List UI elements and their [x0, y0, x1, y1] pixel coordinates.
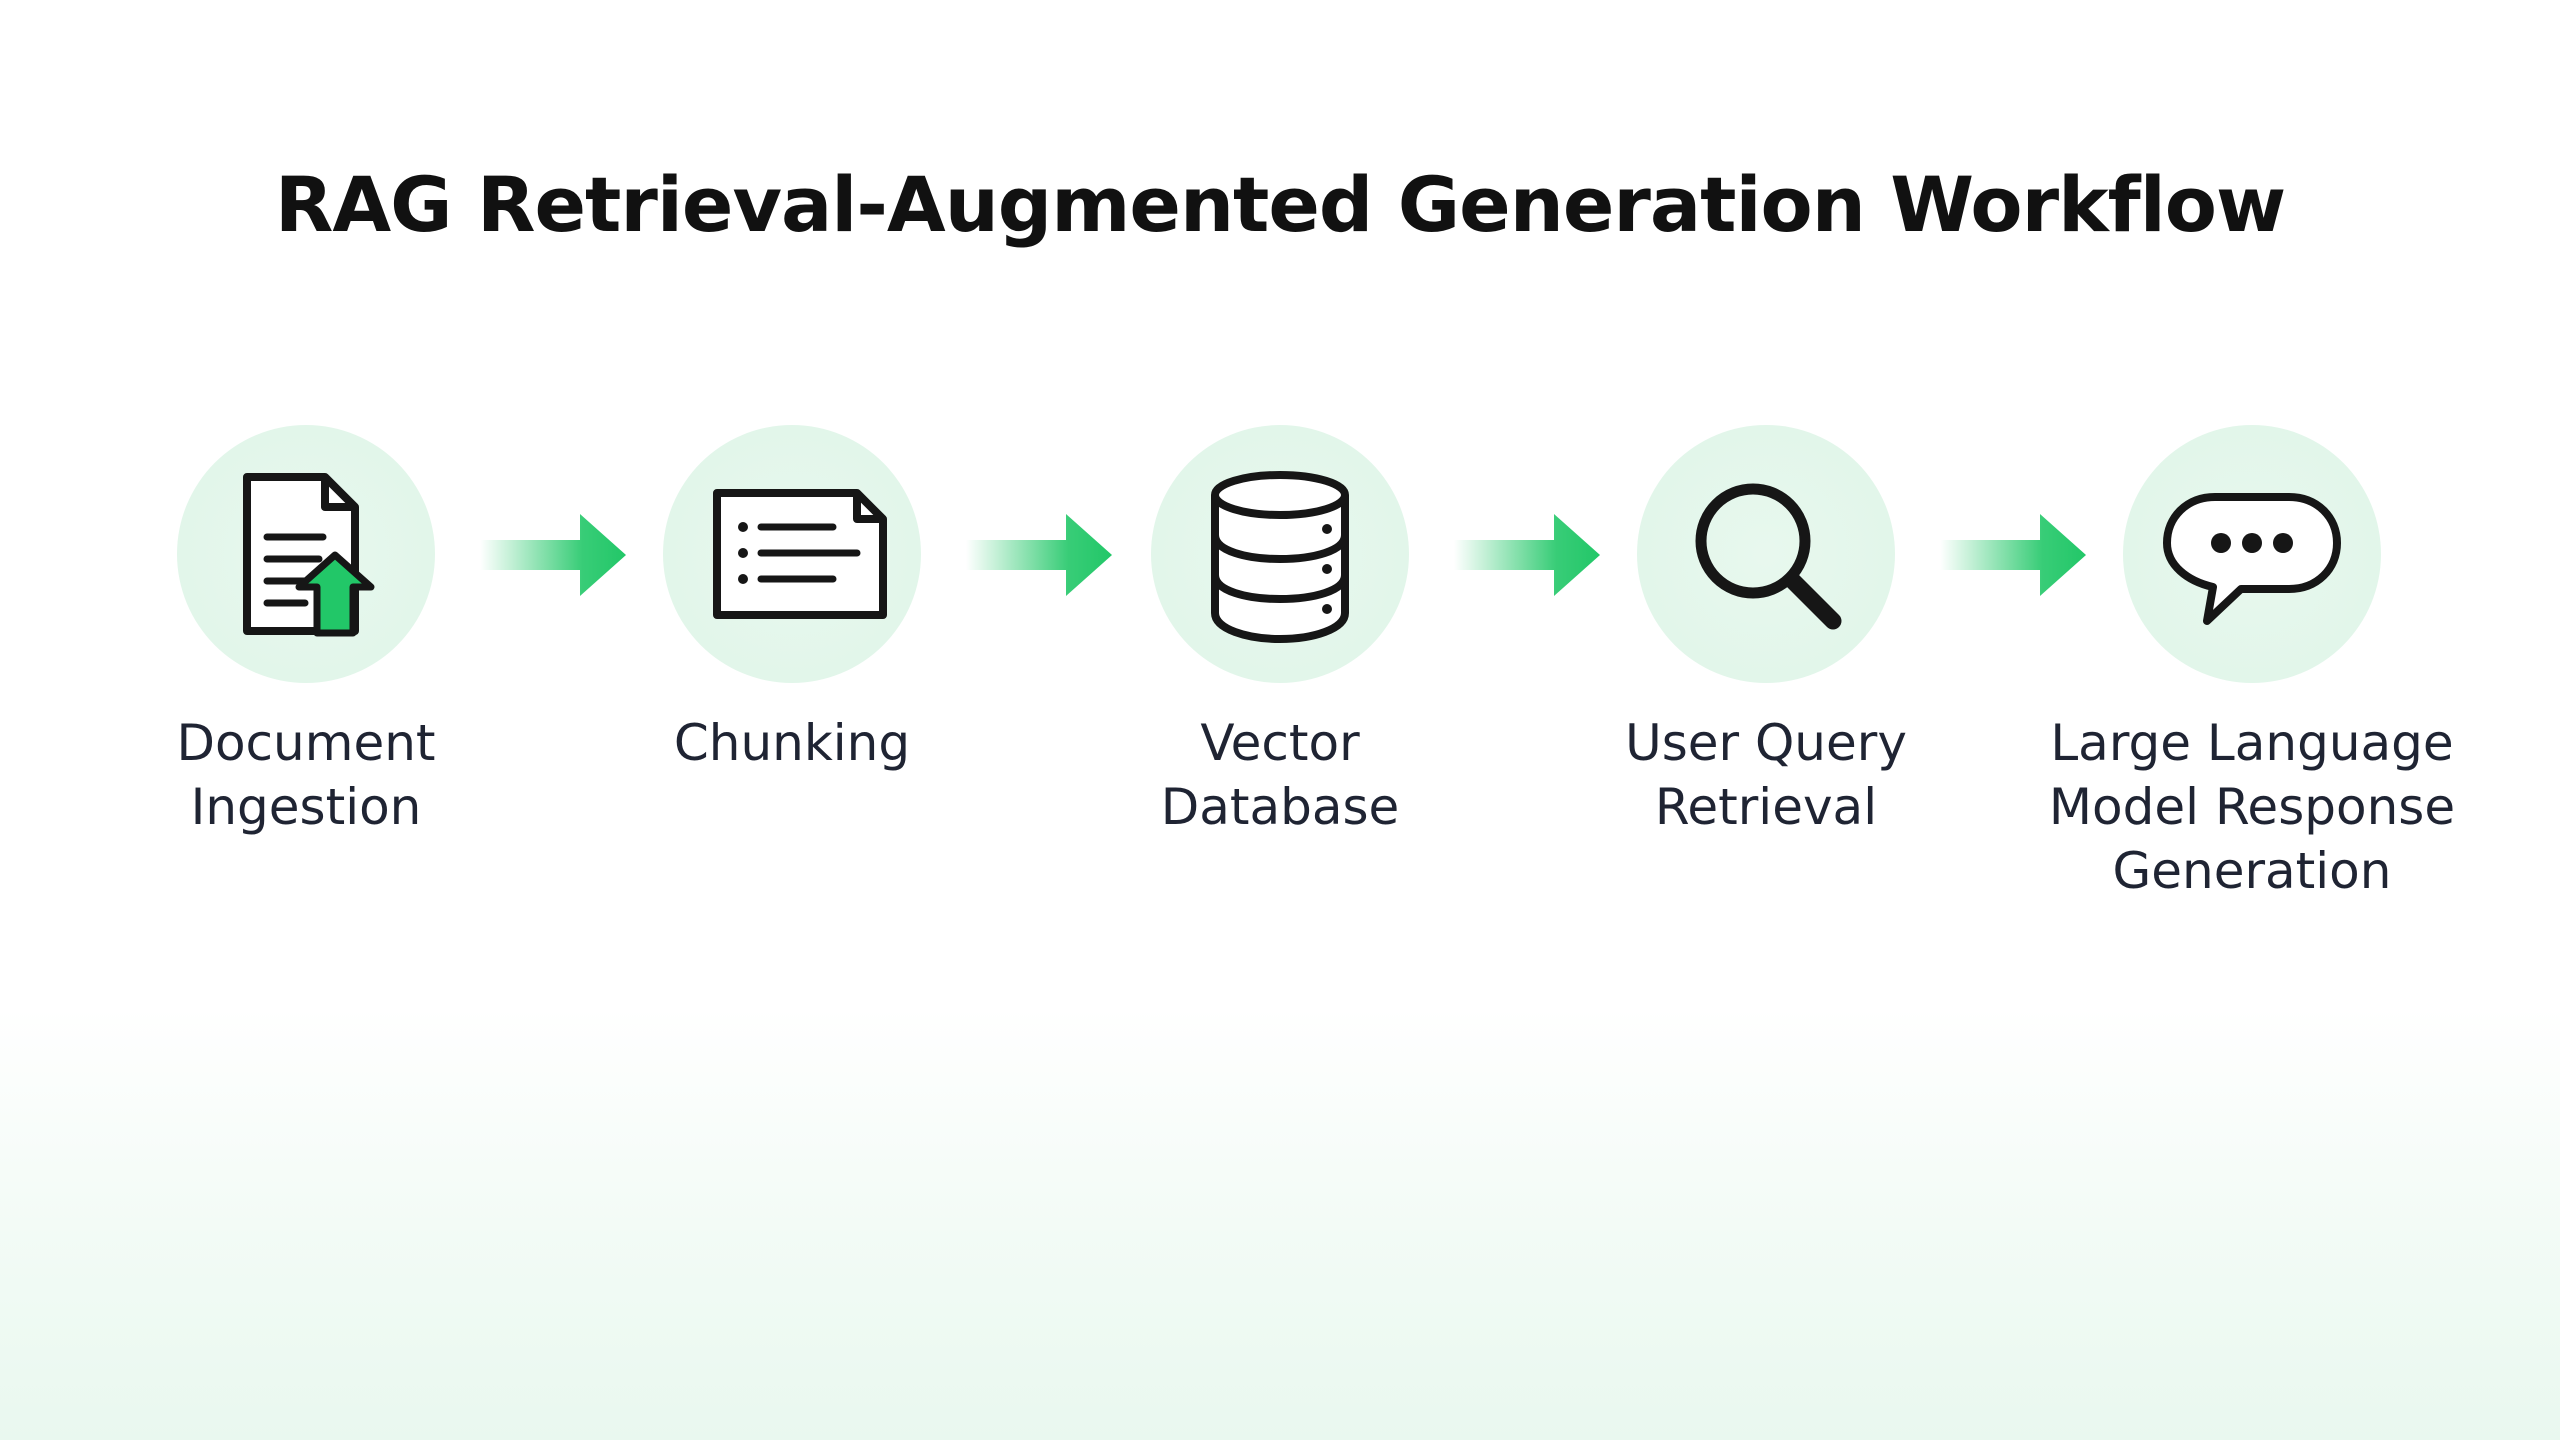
step-label: Document Ingestion — [176, 714, 436, 836]
flow-arrow-2 — [966, 512, 1116, 598]
flow-arrow-3 — [1454, 512, 1604, 598]
step-label: Chunking — [673, 714, 911, 772]
step-llm-response-generation: Large Language Model Response Generation — [2042, 425, 2462, 903]
step-label: Vector Database — [1160, 714, 1400, 836]
list-document-icon — [713, 489, 887, 619]
step-chunking: Chunking — [582, 425, 1002, 775]
step-vector-database: Vector Database — [1070, 425, 1490, 839]
step-circle — [2123, 425, 2381, 683]
flow-arrow-1 — [480, 512, 630, 598]
page-title: RAG Retrieval-Augmented Generation Workf… — [274, 160, 2286, 249]
step-document-ingestion: Document Ingestion — [96, 425, 516, 839]
database-icon — [1211, 471, 1349, 644]
step-label: Large Language Model Response Generation — [2048, 714, 2456, 900]
document-upload-icon — [243, 473, 375, 637]
step-circle — [1151, 425, 1409, 683]
step-circle — [1637, 425, 1895, 683]
step-circle — [177, 425, 435, 683]
step-user-query-retrieval: User Query Retrieval — [1556, 425, 1976, 839]
flow-arrow-4 — [1940, 512, 2090, 598]
chat-bubble-icon — [2163, 493, 2341, 625]
step-label: User Query Retrieval — [1625, 714, 1907, 836]
step-circle — [663, 425, 921, 683]
search-icon — [1695, 483, 1842, 630]
